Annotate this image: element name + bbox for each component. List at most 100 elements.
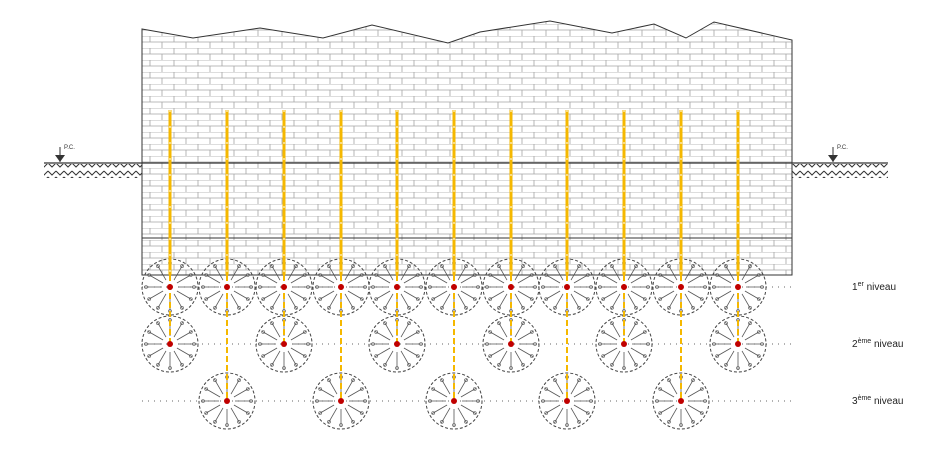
bulb-ray-tip bbox=[351, 305, 355, 310]
bulb-ray-tip bbox=[318, 297, 323, 301]
bulb-ray-tip bbox=[585, 273, 590, 277]
bulb-ray bbox=[460, 273, 477, 284]
bulb-ray-tip bbox=[658, 411, 663, 415]
bulb-ray-tip bbox=[156, 305, 160, 310]
bulb-ray bbox=[457, 378, 468, 395]
injection-point bbox=[564, 284, 570, 290]
bulb-ray-tip bbox=[601, 273, 606, 277]
bulb-ray bbox=[327, 264, 338, 281]
injection-point bbox=[508, 341, 514, 347]
bulb-ray-tip bbox=[180, 264, 184, 269]
bulb-ray bbox=[156, 350, 167, 367]
bulb-ray-tip bbox=[180, 362, 184, 367]
bulb-ray bbox=[601, 290, 618, 301]
bulb-ray-tip bbox=[642, 330, 647, 334]
bulb-ray bbox=[630, 347, 647, 358]
bulb-ray bbox=[270, 293, 281, 310]
bulb-ray bbox=[233, 387, 250, 398]
bulb-ray bbox=[497, 321, 508, 338]
bulb-ray-tip bbox=[415, 297, 420, 301]
bulb-ray-tip bbox=[201, 399, 205, 403]
bulb-ray bbox=[147, 290, 164, 301]
bulb-ray-tip bbox=[553, 264, 557, 269]
bulb-ray bbox=[687, 290, 704, 301]
bulb-ray-tip bbox=[691, 378, 695, 383]
bulb-ray-tip bbox=[261, 354, 266, 358]
bulb-ray bbox=[517, 330, 534, 341]
level-2-word: niveau bbox=[873, 339, 904, 350]
bulb-ray bbox=[431, 404, 448, 415]
bulb-ray bbox=[204, 290, 221, 301]
bulb-ray-tip bbox=[488, 354, 493, 358]
bulb-ray-tip bbox=[585, 387, 590, 391]
bulb-ray-tip bbox=[156, 264, 160, 269]
bulb-ray-tip bbox=[359, 273, 364, 277]
injection-point bbox=[394, 341, 400, 347]
bulb-ray-tip bbox=[431, 411, 436, 415]
bulb-ray bbox=[374, 273, 391, 284]
bulb-ray-tip bbox=[712, 285, 716, 289]
bulb-ray bbox=[176, 290, 193, 301]
bulb-ray bbox=[431, 387, 448, 398]
bulb-ray bbox=[440, 407, 451, 424]
bulb-ray-tip bbox=[756, 354, 761, 358]
bulb-ray bbox=[374, 290, 391, 301]
bulb-ray bbox=[176, 273, 193, 284]
bulb-ray-tip bbox=[464, 305, 468, 310]
bulb-ray bbox=[724, 293, 735, 310]
bulb-ray-tip bbox=[261, 330, 266, 334]
bulb-ray-tip bbox=[756, 273, 761, 277]
bulb-ray-tip bbox=[724, 264, 728, 269]
bulb-ray-tip bbox=[419, 285, 423, 289]
bulb-ray-tip bbox=[374, 273, 379, 277]
bulb-ray-tip bbox=[383, 264, 387, 269]
bulb-ray bbox=[630, 330, 647, 341]
bulb-ray-tip bbox=[715, 330, 720, 334]
bulb-ray bbox=[684, 407, 695, 424]
bulb-ray-tip bbox=[699, 411, 704, 415]
bulb-ray-tip bbox=[642, 354, 647, 358]
bulb-ray-tip bbox=[383, 305, 387, 310]
bulb-ray-tip bbox=[691, 264, 695, 269]
bulb-ray-tip bbox=[188, 330, 193, 334]
bulb-ray bbox=[684, 264, 695, 281]
bulb-ray bbox=[230, 293, 241, 310]
bulb-ray bbox=[610, 264, 621, 281]
bulb-ray-tip bbox=[488, 273, 493, 277]
bulb-ray-tip bbox=[553, 305, 557, 310]
bulb-ray-tip bbox=[691, 305, 695, 310]
bulb-ray bbox=[213, 378, 224, 395]
bulb-ray-tip bbox=[715, 297, 720, 301]
bulb-ray bbox=[383, 321, 394, 338]
bulb-ray-tip bbox=[383, 362, 387, 367]
bulb-ray bbox=[497, 264, 508, 281]
bulb-ray-tip bbox=[577, 378, 581, 383]
bulb-ray-tip bbox=[655, 399, 659, 403]
bulb-ray bbox=[147, 330, 164, 341]
injection-bulb bbox=[425, 372, 483, 430]
bulb-ray bbox=[287, 350, 298, 367]
bulb-ray-tip bbox=[464, 419, 468, 424]
bulb-ray-tip bbox=[188, 273, 193, 277]
bulb-ray-tip bbox=[363, 285, 367, 289]
bulb-ray bbox=[553, 293, 564, 310]
bulb-ray bbox=[327, 407, 338, 424]
bulb-ray-tip bbox=[544, 411, 549, 415]
bulb-ray bbox=[684, 293, 695, 310]
bulb-ray bbox=[173, 293, 184, 310]
level-2-suffix: ème bbox=[857, 338, 872, 345]
bulb-ray-tip bbox=[622, 366, 626, 370]
bulb-ray-tip bbox=[598, 285, 602, 289]
bulb-ray bbox=[204, 404, 221, 415]
bulb-ray-tip bbox=[589, 399, 593, 403]
bulb-ray-tip bbox=[245, 387, 250, 391]
bulb-ray-tip bbox=[395, 366, 399, 370]
bulb-ray-tip bbox=[419, 342, 423, 346]
bulb-ray-tip bbox=[168, 366, 172, 370]
bulb-ray bbox=[627, 350, 638, 367]
bulb-ray-tip bbox=[270, 321, 274, 326]
bulb-ray bbox=[488, 290, 505, 301]
bulb-ray-tip bbox=[371, 285, 375, 289]
bulb-ray bbox=[233, 290, 250, 301]
bulb-ray-tip bbox=[497, 362, 501, 367]
